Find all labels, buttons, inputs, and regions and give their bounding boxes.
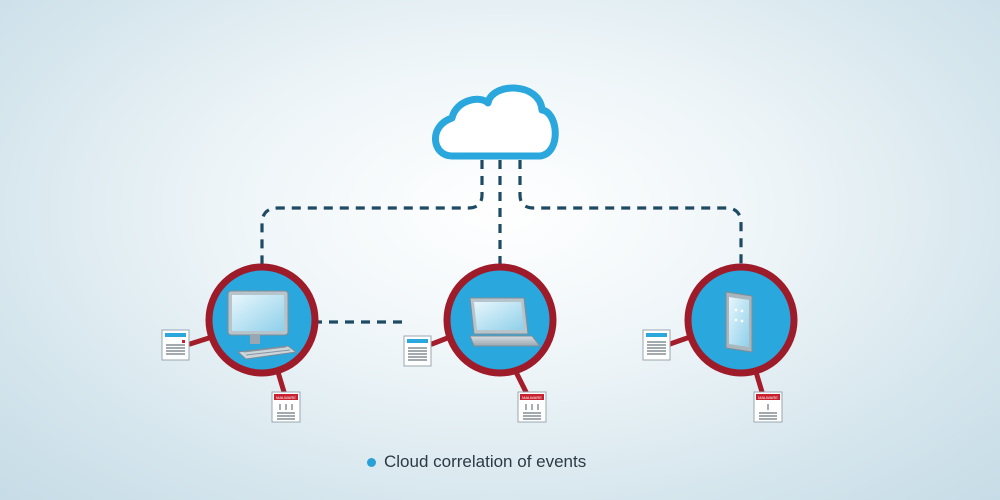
event-link — [667, 334, 693, 347]
desktop-computer-icon — [227, 290, 298, 360]
event-link — [187, 334, 215, 347]
event-log-icon — [161, 329, 190, 361]
caption-text: Cloud correlation of events — [384, 452, 587, 471]
laptop-icon — [469, 297, 542, 347]
event-link — [275, 369, 287, 395]
malware-badge-text: MALWARE — [522, 395, 542, 400]
malware-report-icon: MALWARE — [753, 391, 783, 423]
tablet-node — [684, 263, 798, 377]
malware-report-icon: MALWARE — [271, 391, 301, 423]
caption: Cloud correlation of events — [367, 452, 586, 472]
event-log-icon — [403, 335, 432, 367]
malware-report-icon: MALWARE — [517, 391, 547, 423]
event-link — [753, 369, 765, 395]
event-log-icon — [642, 329, 671, 361]
connector-cloud-tablet — [518, 160, 743, 268]
event-link — [513, 369, 529, 395]
bullet-icon — [367, 457, 376, 467]
tablet-icon — [725, 291, 753, 353]
desktop-node — [205, 263, 319, 377]
laptop-node — [443, 263, 557, 377]
cloud-icon — [432, 84, 559, 160]
malware-badge-text: MALWARE — [276, 395, 296, 400]
connector-cloud-desktop — [260, 160, 484, 268]
malware-badge-text: MALWARE — [758, 395, 778, 400]
